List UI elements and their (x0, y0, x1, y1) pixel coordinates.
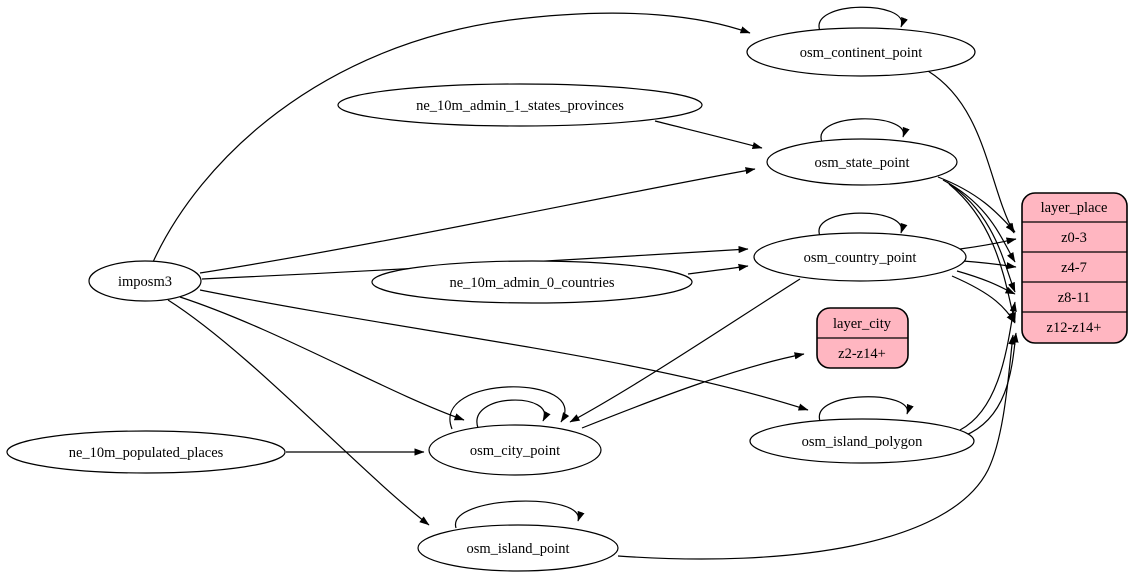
edge-osm_country_point-layer_place-z4-7 (962, 260, 1017, 270)
selfloop-osm_continent_point (818, 6, 908, 32)
osm_country_point-ellipse (753, 232, 967, 282)
node-osm_city_point: osm_city_point (428, 424, 602, 476)
node-ne_10m_admin_0_countries: ne_10m_admin_0_countries (371, 260, 693, 304)
node-osm_continent_point: osm_continent_point (746, 27, 976, 77)
edge-imposm3-osm_continent_point (152, 12, 751, 263)
layer-place-row-z4-7: z4-7 (1061, 260, 1087, 276)
selfloop-osm_island_polygon (819, 396, 914, 422)
layer-place-title: layer_place (1041, 200, 1108, 216)
layer-place-row-z12-z14: z12-z14+ (1047, 320, 1102, 336)
node-ne_10m_populated_places: ne_10m_populated_places (6, 430, 286, 474)
edge-osm_city_point-layer_city-z2-z14 (581, 352, 805, 429)
ne_10m_admin_0_countries-label: ne_10m_admin_0_countries (449, 275, 614, 291)
ne_10m_populated_places-ellipse (6, 430, 286, 474)
osm_island_polygon-ellipse (749, 418, 975, 464)
edge-osm_country_point-layer_place-z0-3 (959, 237, 1017, 250)
edge-osm_island_polygon-layer_place-z8-11 (959, 301, 1017, 431)
node-osm_island_point: osm_island_point (417, 524, 619, 572)
ne_10m_admin_1_states_provinces-label: ne_10m_admin_1_states_provinces (416, 98, 624, 114)
layer-city-title: layer_city (833, 316, 892, 332)
osm_state_point-ellipse (766, 138, 958, 186)
edge-ne_10m_admin_1_states_provinces-osm_state_point (654, 120, 763, 150)
edge-osm_state_point-layer_place-z8-11 (946, 181, 1016, 293)
osm_island_point-label: osm_island_point (466, 541, 569, 557)
node-osm_state_point: osm_state_point (766, 138, 958, 186)
layer-place-record: layer_place z0-3 z4-7 z8-11 z12-z14+ (1021, 192, 1128, 344)
edge-osm_country_point-osm_city_point (569, 278, 801, 423)
node-imposm3: imposm3 (88, 260, 202, 302)
edge-ne_10m_admin_0_countries-osm_country_point (687, 263, 749, 275)
node-ne_10m_admin_1_states_provinces: ne_10m_admin_1_states_provinces (337, 83, 703, 127)
edge-group (152, 6, 1019, 560)
selfloop-osm_country_point (818, 212, 908, 237)
edge-osm_state_point-layer_place-z0-3 (937, 176, 1016, 233)
osm_continent_point-ellipse (746, 27, 976, 77)
layer-city-record: layer_city z2-z14+ (816, 307, 909, 369)
layer-place-row-z0-3: z0-3 (1061, 230, 1087, 246)
ne_10m_admin_0_countries-ellipse (371, 260, 693, 304)
edge-imposm3-osm_island_polygon (199, 289, 809, 411)
edge-osm_island_point-layer_place-z12-z14 (617, 334, 1016, 560)
ne_10m_populated_places-label: ne_10m_populated_places (69, 445, 224, 461)
selfloop-inner-osm_city_point (476, 399, 551, 429)
selfloop-osm_island_point (455, 500, 585, 529)
layer-place-row-z8-11: z8-11 (1058, 290, 1090, 306)
imposm3-ellipse (88, 260, 202, 302)
edge-osm_country_point-layer_place-z8-11 (956, 270, 1016, 295)
edge-osm_state_point-layer_place-z4-7 (942, 179, 1016, 263)
ne_10m_admin_1_states_provinces-ellipse (337, 83, 703, 127)
imposm3-label: imposm3 (118, 274, 172, 290)
osm_state_point-label: osm_state_point (814, 155, 909, 171)
osm_city_point-label: osm_city_point (470, 443, 560, 459)
edge-imposm3-osm_island_point (167, 299, 430, 526)
osm_continent_point-label: osm_continent_point (800, 45, 922, 61)
layer-city-row-z2-z14: z2-z14+ (838, 346, 886, 362)
selfloop-outer-osm_city_point (449, 386, 570, 430)
edge-osm_continent_point-layer_place-z0-3 (927, 70, 1015, 234)
osm_island_polygon-label: osm_island_polygon (802, 434, 924, 450)
selfloop-osm_state_point (820, 118, 910, 143)
edge-imposm3-osm_state_point (199, 167, 756, 274)
node-osm_country_point: osm_country_point (753, 232, 967, 282)
edge-imposm3-osm_city_point (179, 296, 465, 421)
osm_country_point-label: osm_country_point (804, 250, 917, 266)
osm_city_point-ellipse (428, 424, 602, 476)
layer-place-box (1021, 192, 1128, 344)
edge-osm_island_polygon-layer_place-z12-z14 (963, 332, 1019, 437)
osm_island_point-ellipse (417, 524, 619, 572)
node-osm_island_polygon: osm_island_polygon (749, 418, 975, 464)
